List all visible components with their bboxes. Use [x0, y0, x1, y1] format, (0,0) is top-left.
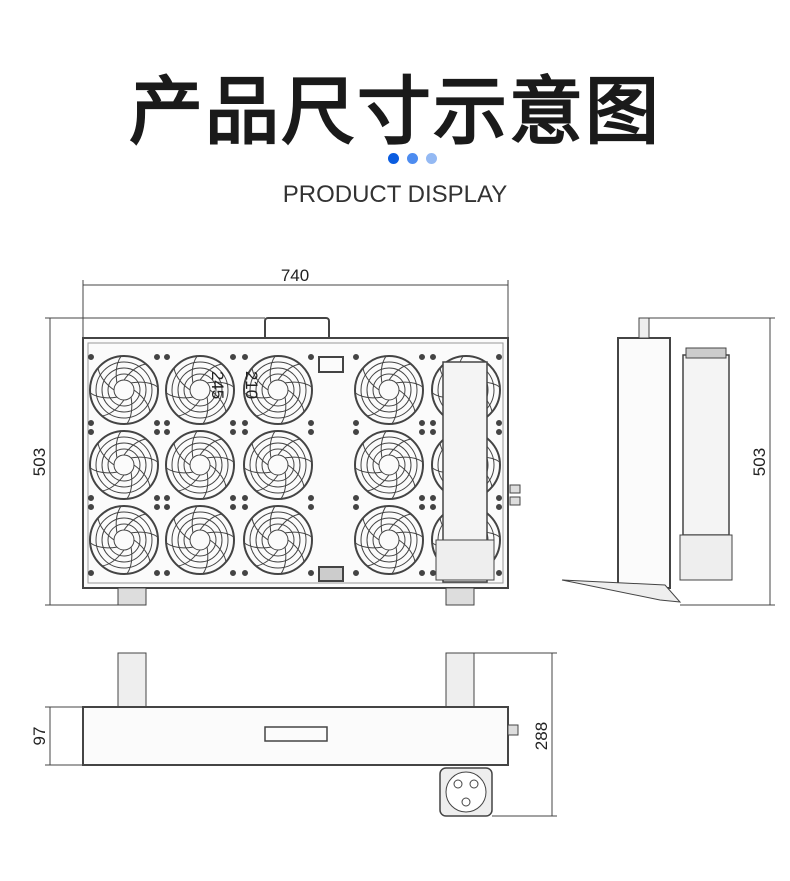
width-label: 740 — [281, 266, 309, 285]
fan-label-b: 210 — [242, 371, 261, 399]
dot-1 — [388, 153, 399, 164]
fan-icon — [88, 504, 160, 576]
side-view — [561, 317, 775, 606]
fan-icon — [353, 504, 425, 576]
decorative-dots — [388, 153, 437, 164]
dot-2 — [407, 153, 418, 164]
fan-icon — [164, 354, 236, 426]
foot — [117, 587, 147, 606]
fan-label-a: 245 — [208, 371, 227, 399]
side-chassis — [617, 337, 671, 589]
display-window — [318, 356, 344, 373]
fan-icon — [88, 354, 160, 426]
height-label: 503 — [30, 448, 49, 476]
bottom-chassis — [82, 706, 509, 766]
dot-3 — [426, 153, 437, 164]
bottom-view — [45, 652, 557, 817]
bottom-total-label: 288 — [532, 722, 551, 750]
fan-icon — [242, 504, 314, 576]
fan-icon — [242, 354, 314, 426]
fan-icon — [353, 354, 425, 426]
fan-icon — [88, 429, 160, 501]
fan-icon — [353, 429, 425, 501]
foot — [445, 587, 475, 606]
bottom-depth-label: 97 — [30, 727, 49, 746]
page-subtitle: PRODUCT DISPLAY — [282, 181, 508, 208]
fan-icon — [164, 429, 236, 501]
page-title: 产品尺寸示意图 — [129, 69, 661, 155]
power-socket — [318, 566, 344, 582]
side-filter — [682, 354, 730, 536]
fan-icon — [242, 429, 314, 501]
filter-base — [435, 539, 495, 581]
fan-icon — [164, 504, 236, 576]
front-view — [45, 280, 521, 606]
side-height-label: 503 — [750, 448, 769, 476]
handle — [264, 317, 330, 341]
